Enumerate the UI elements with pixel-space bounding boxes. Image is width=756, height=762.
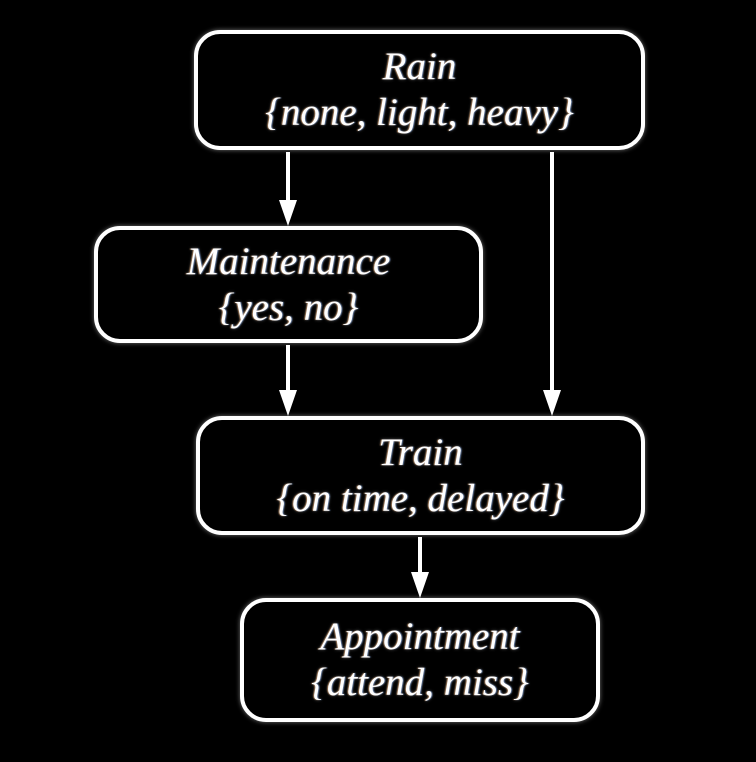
node-maintenance-states: {yes, no}: [218, 285, 359, 329]
node-appointment-name: Appointment: [320, 615, 520, 659]
node-train-name: Train: [378, 430, 463, 474]
node-maintenance-name: Maintenance: [186, 239, 391, 283]
node-rain[interactable]: Rain {none, light, heavy}: [194, 30, 645, 150]
edge-maintenance-to-train-arrowhead: [279, 390, 297, 416]
node-appointment-states: {attend, miss}: [311, 661, 529, 704]
node-rain-name: Rain: [382, 45, 457, 89]
node-rain-states: {none, light, heavy}: [265, 91, 574, 134]
node-train[interactable]: Train {on time, delayed}: [196, 416, 645, 535]
node-train-states: {on time, delayed}: [276, 476, 565, 520]
edge-rain-to-train-arrowhead: [543, 390, 561, 416]
edge-train-to-appointment-arrowhead: [411, 572, 429, 598]
edge-rain-to-maintenance-arrowhead: [279, 200, 297, 226]
node-appointment[interactable]: Appointment {attend, miss}: [240, 598, 600, 722]
node-maintenance[interactable]: Maintenance {yes, no}: [94, 226, 483, 343]
